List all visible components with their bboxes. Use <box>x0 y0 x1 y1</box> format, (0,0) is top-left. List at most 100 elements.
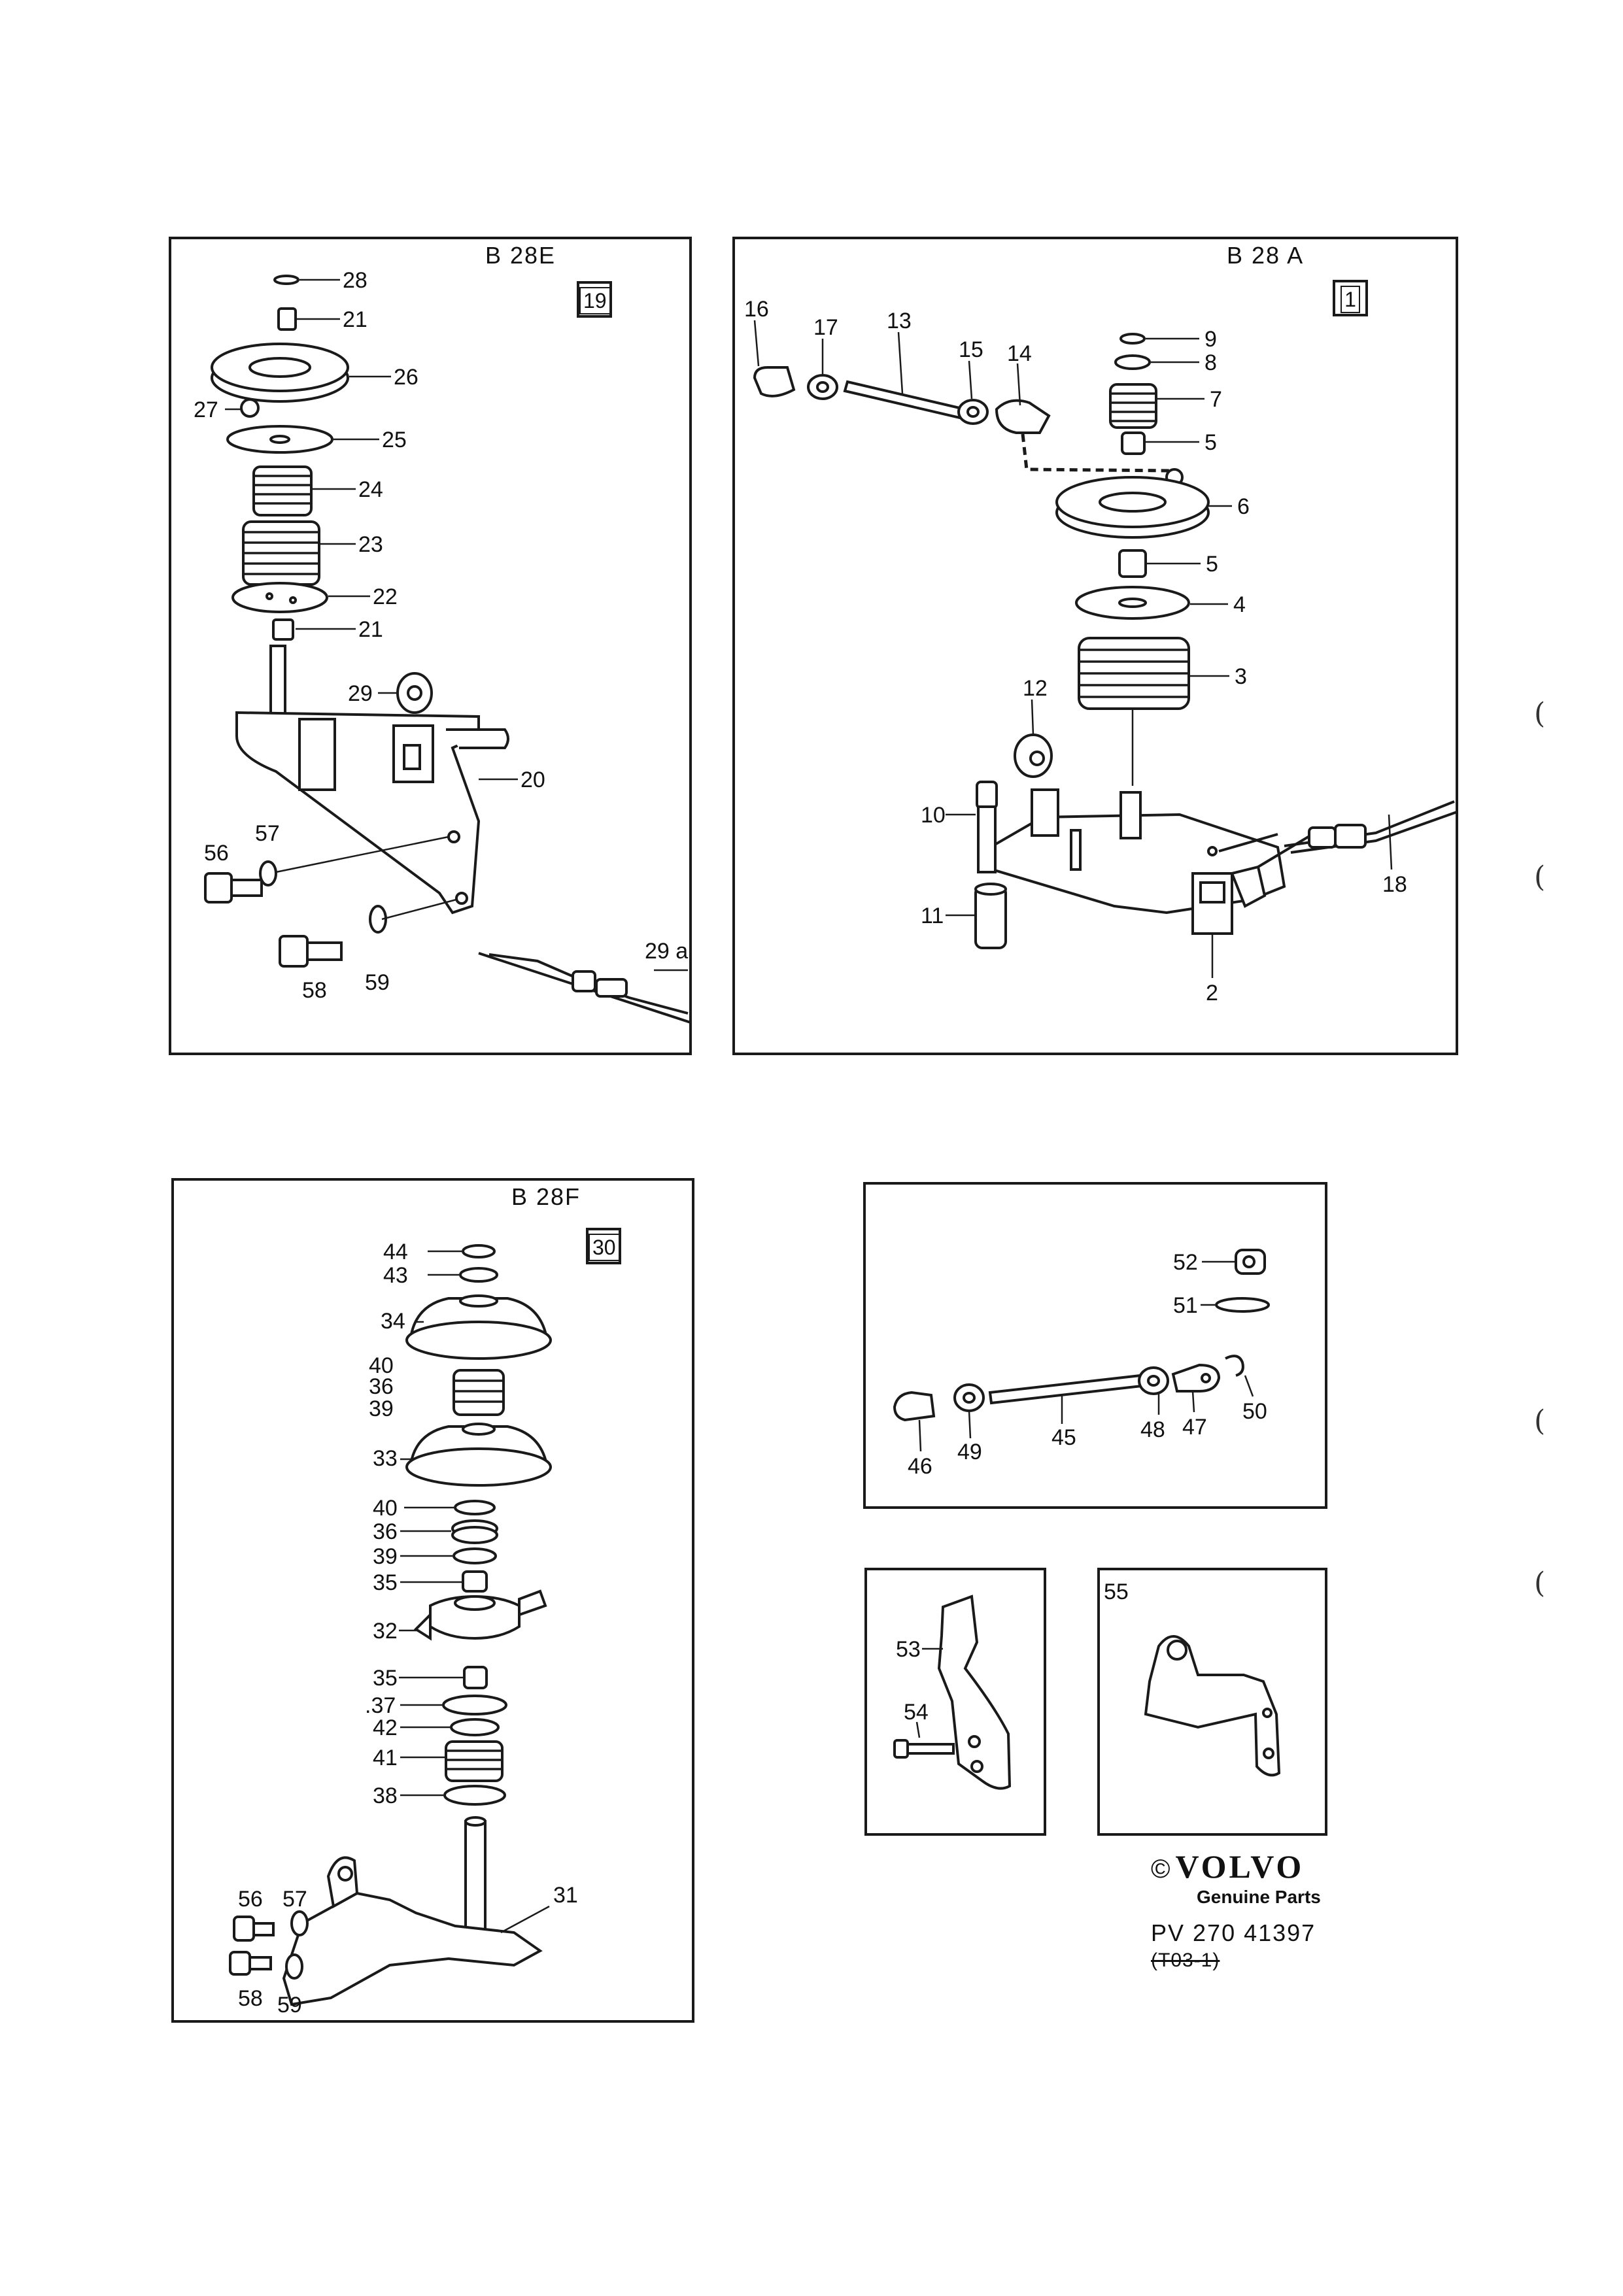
ring-51 <box>1215 1297 1270 1313</box>
spacer-11 <box>974 883 1007 949</box>
bracket-53 <box>937 1595 1012 1790</box>
figure-number-text: 30 <box>589 1234 620 1261</box>
margin-mark: ( <box>1534 1566 1546 1600</box>
callout: 35 <box>373 1570 398 1595</box>
bush-35b <box>463 1666 488 1689</box>
washer-59 <box>285 1953 303 1980</box>
ball-socket-14 <box>995 399 1051 434</box>
callout: 6 <box>1237 494 1250 519</box>
callout: 58 <box>238 1986 263 2011</box>
callout: 31 <box>553 1883 578 1908</box>
bracket-31 <box>282 1816 543 2006</box>
bracket-53-view: 53 54 <box>893 1595 1012 1790</box>
callout: 47 <box>1182 1415 1207 1440</box>
clip-28 <box>273 275 299 285</box>
ball-stud-52 <box>1235 1249 1266 1275</box>
callout: 50 <box>1242 1399 1267 1424</box>
bolt-58 <box>279 935 343 968</box>
clip-50 <box>1225 1355 1244 1377</box>
rod-13 <box>843 380 967 420</box>
ball-stud-27 <box>240 398 260 418</box>
callout: 40 <box>369 1353 394 1378</box>
bush-5 <box>1121 431 1146 455</box>
volvo-wordmark: VOLVO <box>1175 1848 1305 1885</box>
margin-mark: ( <box>1534 860 1546 894</box>
callout: 13 <box>887 309 912 333</box>
callout: 36 <box>369 1374 394 1399</box>
plate-38 <box>443 1785 506 1806</box>
washer-57 <box>290 1910 309 1936</box>
bush-5-lower <box>1118 549 1147 578</box>
variant-title: B 28E <box>485 242 556 269</box>
cable-29a <box>478 952 691 1024</box>
callout: 54 <box>904 1700 929 1725</box>
panel-control-rod: 52 51 46 49 45 48 47 50 <box>863 1182 1327 1509</box>
figure-number-text: 1 <box>1341 286 1360 313</box>
callout: 24 <box>358 477 383 502</box>
callout: 52 <box>1173 1250 1198 1275</box>
b28f-exploded-view: 44 43 34 40 36 39 33 40 36 39 35 32 35 .… <box>229 1240 578 2017</box>
callout: 7 <box>1210 387 1222 412</box>
bush-21-lower <box>272 618 294 641</box>
bracket-55-view: 55 <box>1104 1579 1281 1777</box>
callout: 5 <box>1204 430 1217 455</box>
callout: 2 <box>1206 981 1218 1005</box>
callout: 28 <box>343 268 367 293</box>
callout: 59 <box>277 1993 302 2017</box>
callout: 22 <box>373 584 398 609</box>
panel-bracket-53: 53 54 <box>864 1568 1046 1836</box>
washer-40 <box>454 1500 496 1515</box>
panel-b28a: B 28 A 1 <box>732 237 1458 1055</box>
bolt-58 <box>229 1951 272 1976</box>
bolt-10 <box>976 781 998 873</box>
spring-24 <box>252 465 313 516</box>
callout: 14 <box>1007 341 1032 366</box>
callout: 12 <box>1023 676 1048 701</box>
margin-mark: ( <box>1534 1404 1546 1438</box>
bracket-20 <box>235 645 509 915</box>
margin-mark: ( <box>1534 697 1546 730</box>
callout: 39 <box>369 1396 394 1421</box>
callout: 4 <box>1233 592 1246 617</box>
part-number: PV 270 41397 <box>1151 1919 1316 1946</box>
washer-59 <box>369 905 387 934</box>
callout: 43 <box>383 1263 408 1288</box>
clamp-29 <box>396 672 433 714</box>
callout: 23 <box>358 532 383 557</box>
bolt-56 <box>204 872 263 903</box>
brand-block: ©VOLVO Genuine Parts PV 270 41397 (T03-1… <box>1151 1848 1347 1972</box>
callout: 25 <box>382 428 407 452</box>
ball-socket-47 <box>1171 1363 1221 1393</box>
callout: 21 <box>358 617 383 642</box>
callout: 10 <box>921 803 946 828</box>
callout: 15 <box>959 337 983 362</box>
callout: 26 <box>394 365 419 390</box>
clamp-12 <box>1014 734 1053 778</box>
nut-17 <box>807 374 838 400</box>
callout: 57 <box>255 821 280 846</box>
callout: 29 a <box>645 939 688 964</box>
cup-34 <box>405 1294 552 1360</box>
callout: 49 <box>957 1440 982 1464</box>
b28e-exploded-view: 28 21 26 27 25 24 23 22 21 29 20 56 57 5… <box>194 268 691 1024</box>
callout: 18 <box>1382 872 1407 897</box>
callout: 53 <box>896 1637 921 1662</box>
nut-49 <box>953 1383 985 1412</box>
callout: 27 <box>194 397 218 422</box>
callout: 29 <box>348 681 373 706</box>
base-plate-2 <box>982 788 1325 935</box>
callout: 55 <box>1104 1579 1129 1604</box>
nut-15 <box>957 399 989 425</box>
callout: 57 <box>282 1887 307 1912</box>
callout: 21 <box>343 307 367 332</box>
callout: 51 <box>1173 1293 1198 1318</box>
panel-b28f: B 28F 30 <box>171 1178 694 2023</box>
clip-44 <box>462 1244 496 1258</box>
ball-socket-46 <box>893 1391 936 1422</box>
nut-48 <box>1138 1366 1169 1395</box>
callout: 38 <box>373 1783 398 1808</box>
bush-21 <box>277 307 297 331</box>
callout: 56 <box>204 841 229 866</box>
callout: 35 <box>373 1666 398 1691</box>
bush-35 <box>462 1570 488 1593</box>
